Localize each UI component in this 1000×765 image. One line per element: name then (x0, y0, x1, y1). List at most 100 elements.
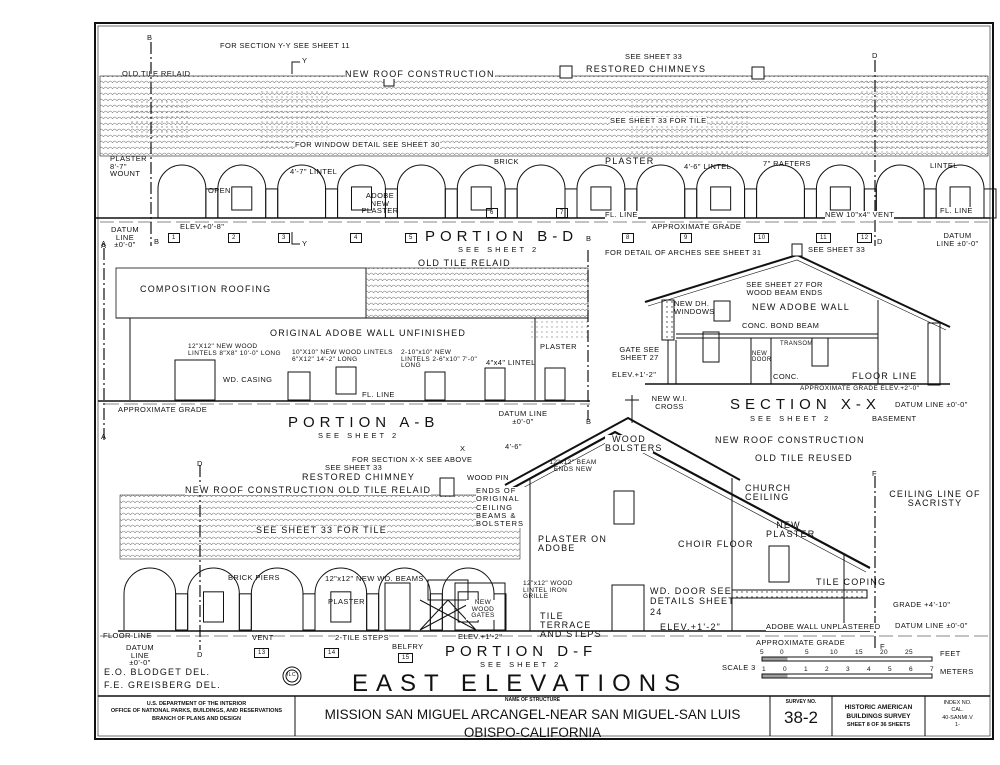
note: NEW ROOF CONSTRUCTION (345, 69, 495, 79)
section-marker: 11 (816, 233, 832, 243)
window (829, 186, 851, 211)
scale-tick: 6 (909, 666, 914, 673)
note: OLD TILE RELAID (418, 258, 511, 268)
note: PLASTER (540, 342, 577, 351)
grid-label: D (872, 51, 878, 60)
scale-tick: 7 (930, 666, 935, 673)
note: NEW PLASTER (766, 520, 816, 539)
bd-arch (396, 164, 446, 218)
bd-pier (744, 188, 758, 219)
note: DATUM LINE ±0'-0" (498, 409, 548, 426)
bd-arch (636, 164, 686, 218)
section-xx (504, 243, 951, 486)
note: NEW ROOF CONSTRUCTION (715, 435, 865, 445)
note: 12"x12" BEAM ENDS NEW (549, 459, 597, 473)
note: 12"x12" WOOD LINTEL IRON GRILLE (523, 580, 573, 600)
section-marker: 2 (228, 233, 240, 243)
note: 12"X12" NEW WOOD LINTELS 8"X8" 10'-0" LO… (188, 343, 281, 357)
bd-arch (337, 164, 386, 218)
note: PLASTER ON ADOBE (538, 534, 608, 553)
section-marker: 3 (278, 233, 290, 243)
bd-pier (265, 188, 279, 219)
note: BRICK PIERS (228, 573, 280, 582)
note: WD. CASING (223, 375, 273, 384)
note: 2-TILE STEPS (335, 633, 389, 642)
bd-pier (504, 188, 518, 219)
note: APPROXIMATE GRADE ELEV.+2'-0" (800, 385, 920, 392)
note: 12"x12" NEW WD. BEAMS (325, 574, 424, 583)
bd-arch (456, 164, 506, 218)
df-arch (314, 567, 368, 630)
habs-line: HISTORIC AMERICAN (844, 704, 913, 711)
note: FL. LINE (605, 210, 638, 219)
note: DATUM LINE ±0'-0" (895, 621, 968, 630)
bd-pier (983, 188, 997, 219)
df-pier (175, 593, 189, 631)
note: FLOOR LINE (852, 371, 918, 381)
note: SEE SHEET 27 FOR WOOD BEAM ENDS (746, 280, 823, 297)
note: WOOD BOLSTERS (605, 434, 663, 453)
window (351, 186, 372, 211)
portion-df-see-sheet: SEE SHEET 2 (480, 660, 562, 669)
note: ORIGINAL ADOBE WALL UNFINISHED (270, 328, 467, 338)
portion-df-title: PORTION D-F (445, 643, 598, 660)
note: 7" RAFTERS (763, 159, 811, 168)
note: CEILING LINE OF SACRISTY (889, 489, 981, 508)
bd-pier (325, 188, 339, 219)
bd-pier (444, 188, 458, 219)
survey-number: 38-2 (783, 708, 819, 727)
note: SEE SHEET 33 FOR TILE (256, 525, 387, 535)
bd-arch (217, 164, 267, 218)
note: TILE COPING (816, 577, 887, 587)
index-line: CAL. (951, 707, 964, 714)
scale-label: SCALE 3 (722, 663, 756, 672)
scale-tick: 4 (867, 666, 872, 673)
index: INDEX NO. CAL. 40-SANMI.V 1- (925, 700, 990, 730)
door (544, 367, 566, 401)
structure-name: MISSION SAN MIGUEL ARCANGEL-NEAR SAN MIG… (324, 707, 741, 741)
name-label: NAME OF STRUCTURE (504, 697, 561, 703)
grid-label: B (586, 417, 592, 426)
window (470, 186, 492, 211)
note: SEE SHEET 33 FOR TILE (610, 116, 707, 125)
note: ADOBE WALL UNPLASTERED (766, 622, 881, 631)
note: PLASTER (328, 597, 365, 606)
note: NEW ROOF CONSTRUCTION OLD TILE RELAID (185, 485, 432, 495)
scale-tick: 5 (760, 649, 765, 656)
note: 2-10"x10" NEW LINTELS 2-6"x10" 7'-0" LON… (401, 349, 478, 369)
scale-tick: 5 (888, 666, 893, 673)
note: BASEMENT (872, 414, 917, 423)
habs-line: BUILDINGS SURVEY (846, 712, 911, 720)
scale-tick: 3 (846, 666, 851, 673)
df-arch (250, 567, 304, 630)
habs: HISTORIC AMERICAN BUILDINGS SURVEY SHEET… (832, 704, 925, 729)
seal-icon (282, 666, 302, 686)
note: LINTEL (930, 161, 958, 170)
sheet-title: EAST ELEVATIONS (352, 670, 689, 697)
note: FOR WINDOW DETAIL SEE SHEET 30 (295, 140, 440, 149)
note: RESTORED CHIMNEYS (586, 64, 707, 74)
grid-label: X (460, 444, 466, 453)
grid-label: A (101, 241, 107, 250)
note: APPROXIMATE GRADE (652, 222, 742, 231)
note: 4'-6" LINTEL (684, 162, 732, 171)
scale-bar (761, 656, 933, 679)
note: APPROXIMATE GRADE (118, 405, 208, 414)
note: ELEV.+0'-8" (180, 222, 225, 231)
scale-tick: 15 (855, 649, 864, 656)
section-marker: 13 (254, 648, 270, 658)
portion-bd-see-sheet: SEE SHEET 2 (458, 245, 540, 254)
note: PLASTER 8'-7" WOUNT (110, 154, 147, 178)
grid-label: A (101, 432, 107, 441)
grid-label: F (880, 642, 885, 651)
section-marker: 6 (486, 208, 498, 218)
section-marker: 15 (398, 653, 414, 663)
note: FOR SECTION Y-Y SEE SHEET 11 (220, 41, 350, 50)
scale-tick: 10 (830, 649, 839, 656)
note: ENDS OF ORIGINAL CEILING BEAMS & BOLSTER… (476, 486, 528, 529)
note: VENT (252, 633, 274, 642)
note: DATUM LINE ±0'-0" (895, 400, 968, 409)
portion-bd-title: PORTION B-D (425, 228, 579, 245)
bd-arch (576, 164, 626, 218)
